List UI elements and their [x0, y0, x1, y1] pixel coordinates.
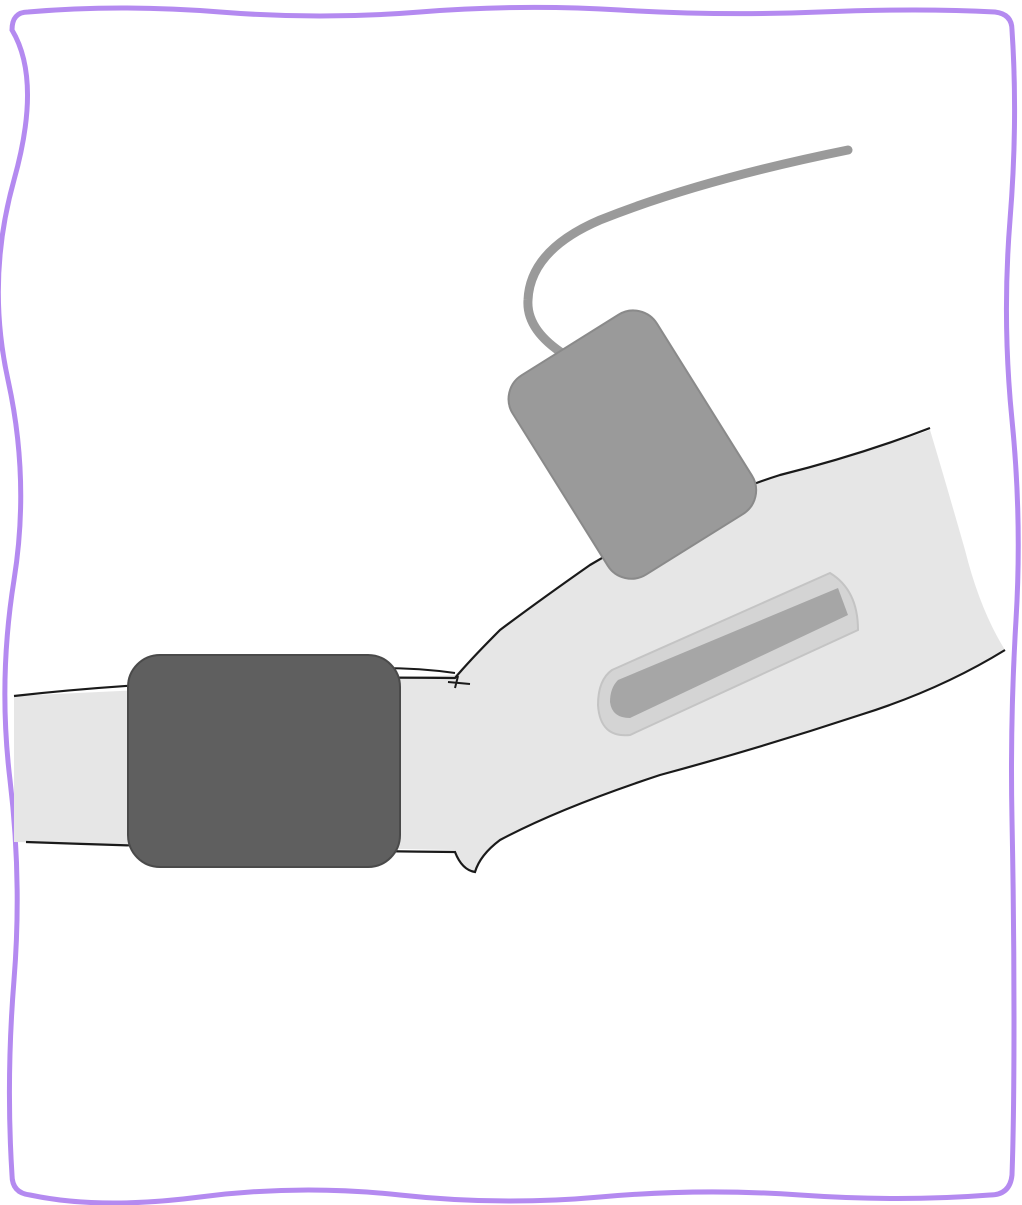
cuff-band-icon [128, 655, 400, 867]
